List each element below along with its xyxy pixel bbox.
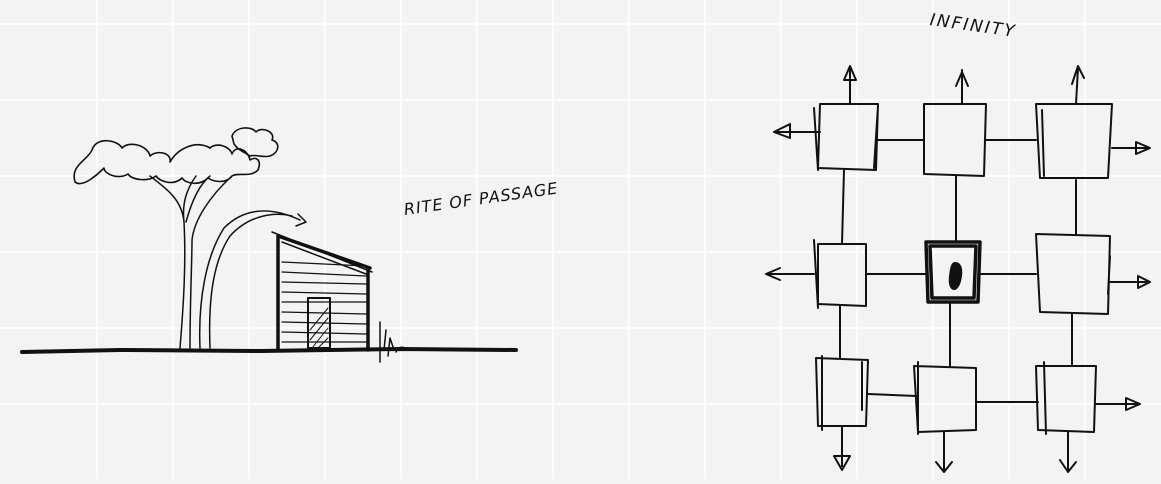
- box-r1c1: [814, 104, 878, 170]
- box-r3c1: [816, 356, 868, 430]
- arrowhead: [296, 214, 306, 226]
- keyhole-mark: [949, 262, 963, 290]
- rite-of-passage-sketch: [22, 128, 516, 362]
- ground-line: [22, 349, 516, 352]
- box-r3c2: [914, 362, 976, 434]
- tree-canopy-top: [232, 128, 278, 157]
- tree-trunk: [150, 176, 232, 348]
- box-r2c1: [814, 240, 866, 308]
- infinity-sketch: [766, 66, 1150, 472]
- house-siding: [282, 262, 366, 342]
- box-r3c3: [1036, 362, 1096, 434]
- box-r2c3: [1036, 234, 1110, 314]
- box-r1c3: [1036, 104, 1112, 178]
